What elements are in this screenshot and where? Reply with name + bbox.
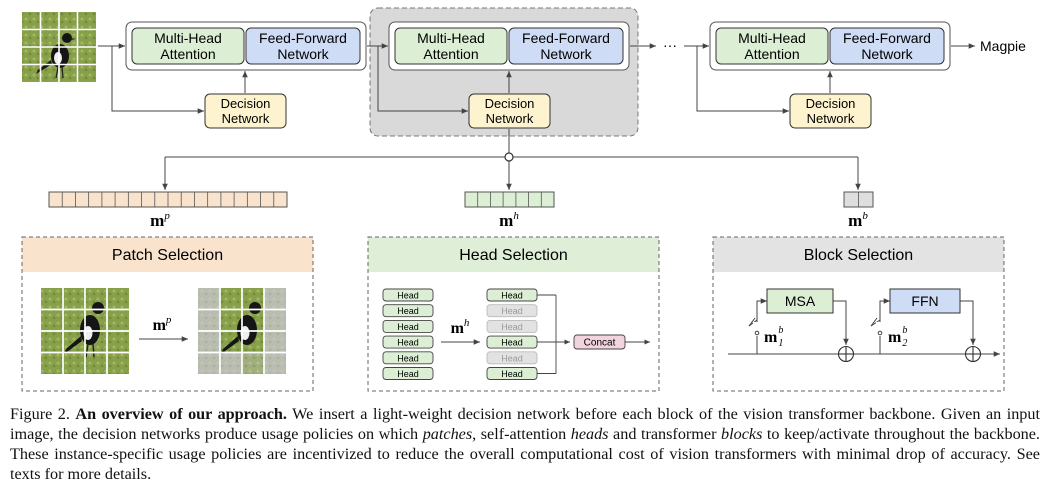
decision-label-3b: Network [807, 111, 855, 126]
svg-text:Head: Head [397, 306, 419, 316]
architecture-diagram: Multi-Head Attention Feed-Forward Networ… [21, 7, 1026, 392]
patch-output-image [198, 288, 286, 374]
ffn-small-box [889, 288, 961, 314]
split-node [504, 152, 514, 162]
caption-text-4: to keep/activate throughout the backbone… [10, 425, 1040, 483]
figure-caption: Figure 2. An overview of our approach. W… [10, 404, 1040, 484]
caption-title: An overview of our approach. [75, 405, 287, 423]
transformer-block-1: Multi-Head Attention Feed-Forward Networ… [125, 21, 367, 129]
svg-text:Head: Head [397, 322, 419, 332]
block-selection-panel: Block Selection MSA FFN [712, 236, 1005, 392]
svg-text:Head: Head [397, 353, 419, 363]
decision-label-3a: Decision [806, 96, 856, 111]
add-node-1 [837, 345, 855, 363]
svg-text:Head: Head [501, 306, 523, 316]
transformer-block-2: Multi-Head Attention Feed-Forward Networ… [388, 21, 630, 129]
head-selection-panel: Head Selection Head Head Head Head Head … [367, 236, 660, 392]
attention-box-1 [131, 27, 245, 65]
decision-box-3 [789, 93, 872, 129]
ellipsis: ··· [663, 37, 677, 53]
policy-branches [162, 129, 861, 190]
input-heads: Head Head Head Head Head Head [382, 288, 434, 380]
caption-heads: heads [570, 425, 609, 443]
attention-label-2a: Multi-Head [417, 30, 485, 46]
block-panel-title: Block Selection [804, 247, 913, 264]
transformer-block-3: Multi-Head Attention Feed-Forward Networ… [709, 21, 951, 129]
head-mask-label: mh [451, 317, 470, 337]
ffn-small-label: FFN [911, 293, 938, 309]
svg-text:Head: Head [501, 338, 523, 348]
ffn-label-2b: Network [540, 46, 592, 62]
ffn-label-3b: Network [861, 46, 913, 62]
concat-box [573, 334, 626, 350]
attention-box-3 [715, 27, 829, 65]
caption-blocks: blocks [721, 425, 763, 443]
ffn-box-1 [245, 27, 361, 65]
block-policy-vector [843, 191, 874, 208]
patch-selection-panel: Patch Selection mp [21, 236, 314, 392]
ffn-label-1a: Feed-Forward [259, 30, 347, 46]
attention-label-1b: Attention [160, 46, 215, 62]
output-label: Magpie [980, 38, 1026, 54]
decision-label-1a: Decision [221, 96, 271, 111]
caption-text-1: We insert a light-weight decision networ… [10, 405, 1040, 443]
svg-text:Head: Head [501, 353, 523, 363]
attention-label-1a: Multi-Head [154, 30, 222, 46]
ffn-box-3 [829, 27, 945, 65]
svg-text:Head: Head [397, 338, 419, 348]
head-panel-title: Head Selection [459, 247, 568, 264]
flow-arrows [98, 43, 975, 114]
attention-label-3b: Attention [744, 46, 799, 62]
svg-text:Head: Head [501, 322, 523, 332]
ffn-label-3a: Feed-Forward [843, 30, 931, 46]
decision-box-1 [204, 93, 287, 129]
figure-label: Figure 2. [10, 405, 70, 423]
head-policy-vector [464, 191, 555, 208]
selected-heads: Head Head Head Head Head Head [486, 288, 538, 380]
attention-label-2b: Attention [423, 46, 478, 62]
ffn-box-2 [508, 27, 624, 65]
concat-label: Concat [584, 338, 616, 349]
ffn-label-1b: Network [277, 46, 329, 62]
patch-mask-label: mp [153, 314, 172, 334]
patch-policy-label: mp [150, 210, 170, 230]
patch-policy-vector [48, 191, 288, 208]
caption-text-2: , self-attention [472, 425, 571, 443]
block-policy-label: mb [848, 210, 868, 230]
decision-label-2a: Decision [485, 96, 535, 111]
add-node-2 [964, 345, 982, 363]
head-policy-label: mh [499, 210, 519, 230]
svg-text:Head: Head [501, 291, 523, 301]
input-image [22, 12, 96, 82]
patch-panel-title: Patch Selection [112, 247, 223, 264]
ffn-label-2a: Feed-Forward [522, 30, 610, 46]
msa-label: MSA [785, 293, 816, 309]
svg-text:Head: Head [397, 291, 419, 301]
attention-label-3a: Multi-Head [738, 30, 806, 46]
svg-text:Head: Head [501, 369, 523, 379]
caption-text-3: and transformer [608, 425, 722, 443]
patch-input-image [41, 288, 129, 374]
svg-text:Head: Head [397, 369, 419, 379]
msa-box [766, 288, 834, 314]
decision-label-2b: Network [486, 111, 534, 126]
attention-box-2 [394, 27, 508, 65]
caption-patches: patches [422, 425, 473, 443]
decision-box-2 [468, 93, 551, 129]
decision-label-1b: Network [222, 111, 270, 126]
